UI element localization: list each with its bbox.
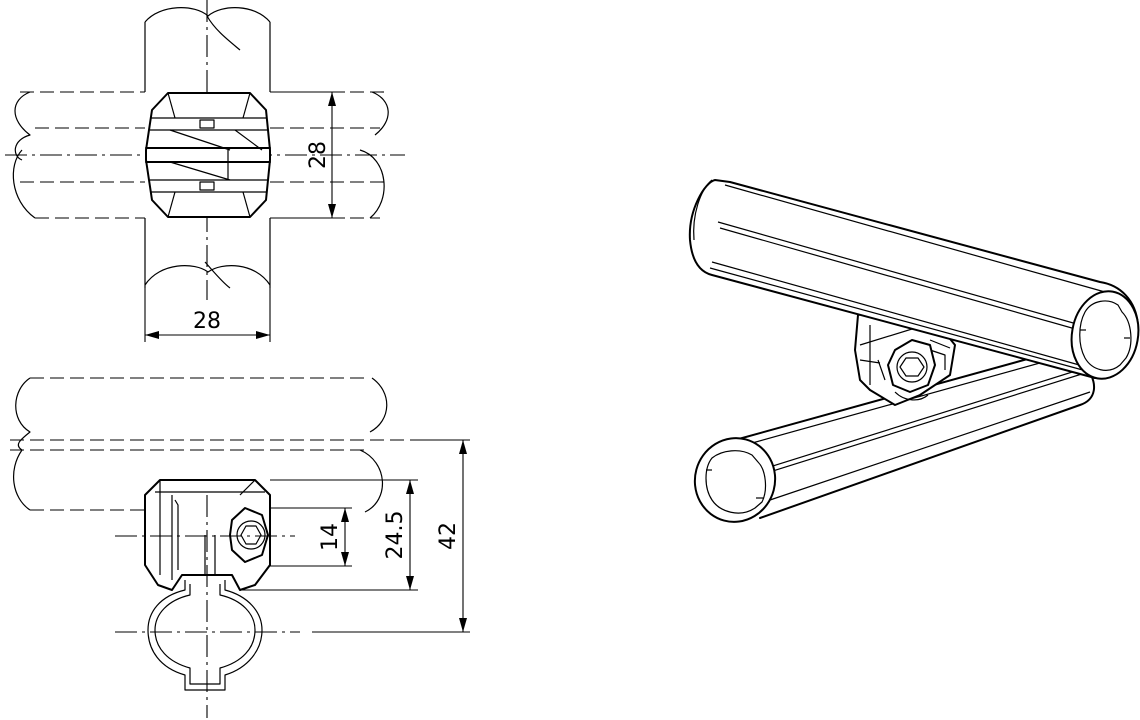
side-view-dimension-14: 14 xyxy=(270,507,352,567)
top-view-vertical-tube xyxy=(144,7,271,289)
side-view-tube xyxy=(10,377,470,513)
top-view-width-dimension: 28 xyxy=(144,288,271,342)
side-view: 14 24.5 42 xyxy=(10,377,470,718)
iso-screw xyxy=(887,339,936,401)
top-view-clamp xyxy=(145,92,271,218)
iso-lower-tube xyxy=(693,349,1095,523)
top-view: 28 28 xyxy=(5,0,405,342)
dimension-label-28-horizontal: 28 xyxy=(193,309,221,334)
dimension-label-14: 14 xyxy=(318,523,343,551)
side-view-dimension-24-5: 24.5 xyxy=(240,479,418,591)
dimension-label-42: 42 xyxy=(436,522,461,550)
side-view-tube-section xyxy=(147,580,263,691)
top-view-height-dimension: 28 xyxy=(270,91,345,219)
dimension-label-28-vertical: 28 xyxy=(306,141,331,169)
dimension-label-24-5: 24.5 xyxy=(383,511,408,560)
side-view-screw xyxy=(229,507,269,563)
iso-upper-tube xyxy=(688,179,1140,380)
isometric-view xyxy=(688,179,1140,523)
side-view-dimension-42: 42 xyxy=(312,439,470,633)
